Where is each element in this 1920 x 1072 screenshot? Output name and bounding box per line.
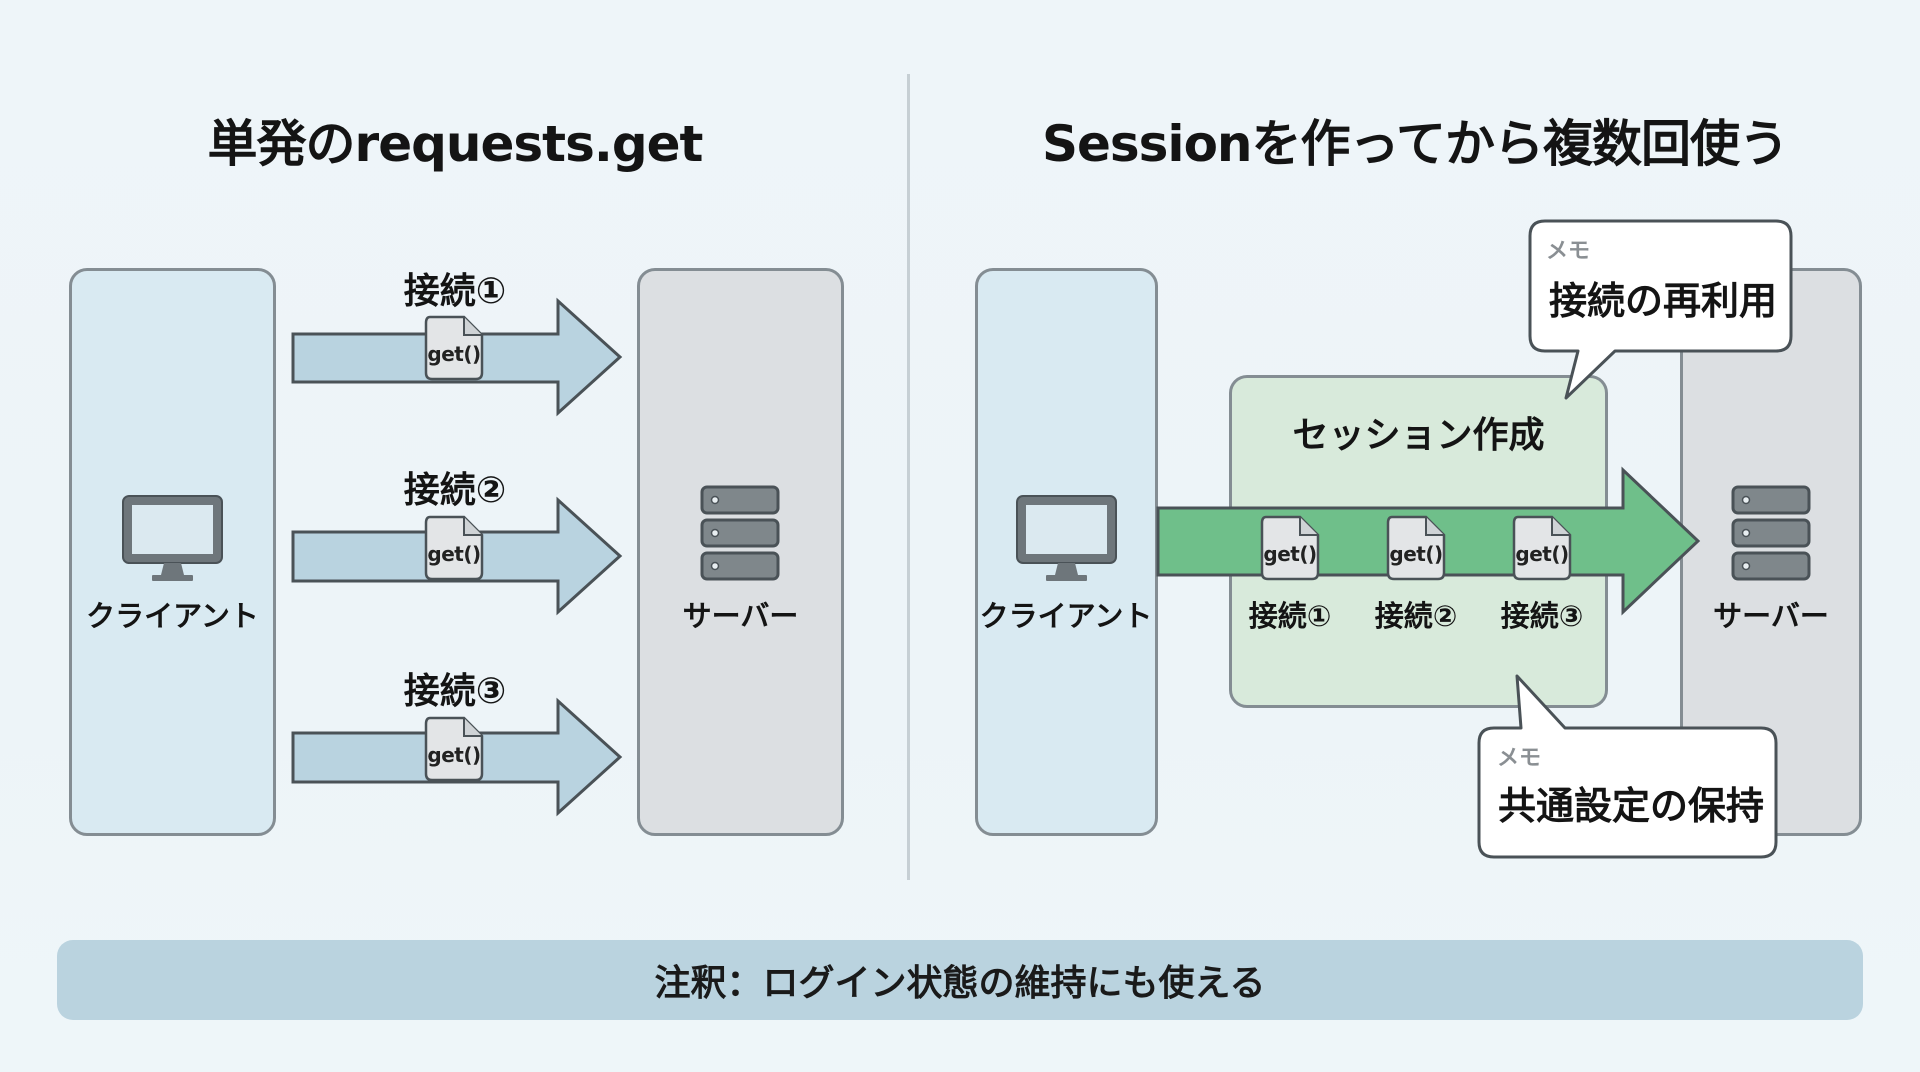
document-label: get() — [427, 342, 481, 366]
monitor-icon — [1016, 495, 1117, 581]
client-label: クライアント — [86, 599, 259, 633]
connection-label: 接続② — [1374, 599, 1458, 633]
callout-text: 共通設定の保持 — [1498, 784, 1765, 828]
right-panel-title: Sessionを作ってから複数回使う — [1041, 115, 1789, 173]
document-icon: get() — [424, 716, 484, 782]
server-icon — [700, 485, 780, 581]
note-text: 注釈：ログイン状態の維持にも使える — [654, 963, 1266, 1004]
document-label: get() — [427, 743, 481, 767]
server-label: サーバー — [1713, 599, 1829, 633]
document-icon: get() — [1260, 515, 1320, 581]
server-label: サーバー — [682, 599, 799, 633]
document-icon: get() — [424, 315, 484, 381]
connection-label: 接続② — [403, 470, 507, 511]
connection-label: 接続③ — [1500, 599, 1584, 633]
client-label: クライアント — [979, 599, 1153, 633]
document-icon: get() — [1386, 515, 1446, 581]
callout-text: 接続の再利用 — [1549, 279, 1778, 323]
document-label: get() — [1515, 542, 1569, 566]
document-label: get() — [1263, 542, 1317, 566]
callout-tag: メモ — [1497, 746, 1542, 771]
document-icon: get() — [424, 515, 484, 581]
server-icon — [1731, 485, 1811, 581]
document-icon: get() — [1512, 515, 1572, 581]
note-bar: 注釈：ログイン状態の維持にも使える — [57, 940, 1863, 1020]
connection-label: 接続③ — [403, 671, 507, 712]
callout-common-settings — [1477, 674, 1778, 859]
callout-connection-reuse — [1528, 219, 1793, 400]
connection-label: 接続① — [403, 271, 507, 312]
document-label: get() — [427, 542, 481, 566]
callout-tag: メモ — [1546, 239, 1591, 264]
panel-divider — [907, 74, 910, 880]
left-panel-title: 単発のrequests.get — [207, 115, 704, 173]
session-label: セッション作成 — [1292, 415, 1545, 456]
connection-label: 接続① — [1248, 599, 1332, 633]
document-label: get() — [1389, 542, 1443, 566]
monitor-icon — [122, 495, 223, 581]
